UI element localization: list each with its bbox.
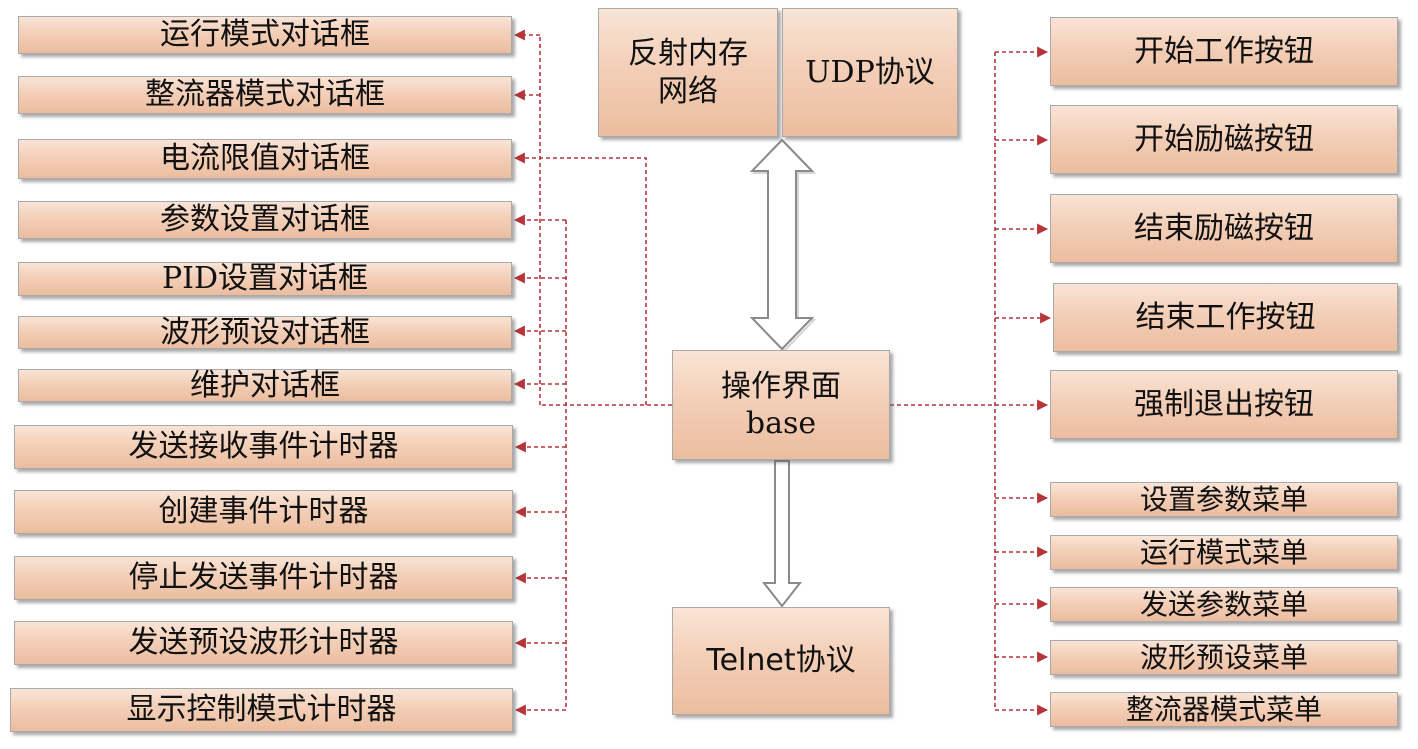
double-arrow-base-network-shape — [749, 138, 815, 351]
rectifier-mode-dialog: 整流器模式对话框 — [18, 76, 512, 114]
pid-settings-dialog: PID设置对话框 — [18, 261, 512, 296]
current-limit-dialog: 电流限值对话框 — [18, 139, 512, 179]
start-work-button-node: 开始工作按钮 — [1050, 17, 1398, 86]
create-event-timer: 创建事件计时器 — [14, 490, 513, 534]
waveform-preset-dialog: 波形预设对话框 — [18, 315, 512, 350]
base-operation-interface-node: 操作界面 base — [672, 350, 890, 460]
run-mode-menu-node: 运行模式菜单 — [1050, 535, 1398, 570]
stop-work-button-node: 结束工作按钮 — [1053, 283, 1398, 352]
rectifier-mode-menu-node: 整流器模式菜单 — [1050, 692, 1398, 727]
telnet-protocol-node: Telnet协议 — [672, 607, 890, 715]
send-preset-waveform-timer: 发送预设波形计时器 — [14, 621, 513, 665]
parameter-settings-dialog: 参数设置对话框 — [18, 201, 512, 239]
force-exit-button-node: 强制退出按钮 — [1050, 370, 1398, 439]
left-trunk-b — [513, 152, 647, 405]
waveform-preset-menu-node: 波形预设菜单 — [1050, 640, 1398, 675]
reflective-memory-network-node: 反射内存 网络 — [598, 8, 778, 137]
udp-protocol-node: UDP协议 — [782, 8, 958, 137]
send-parameters-menu-node: 发送参数菜单 — [1050, 587, 1398, 622]
maintenance-dialog: 维护对话框 — [18, 368, 512, 403]
set-parameters-menu-node: 设置参数菜单 — [1050, 482, 1398, 517]
run-mode-dialog: 运行模式对话框 — [18, 16, 512, 54]
stop-excitation-button-node: 结束励磁按钮 — [1050, 194, 1398, 263]
start-excitation-button-node: 开始励磁按钮 — [1050, 105, 1398, 174]
send-receive-event-timer: 发送接收事件计时器 — [14, 425, 513, 469]
display-control-mode-timer: 显示控制模式计时器 — [10, 688, 513, 732]
stop-send-event-timer: 停止发送事件计时器 — [14, 556, 513, 600]
down-arrow-base-telnet — [761, 460, 803, 608]
